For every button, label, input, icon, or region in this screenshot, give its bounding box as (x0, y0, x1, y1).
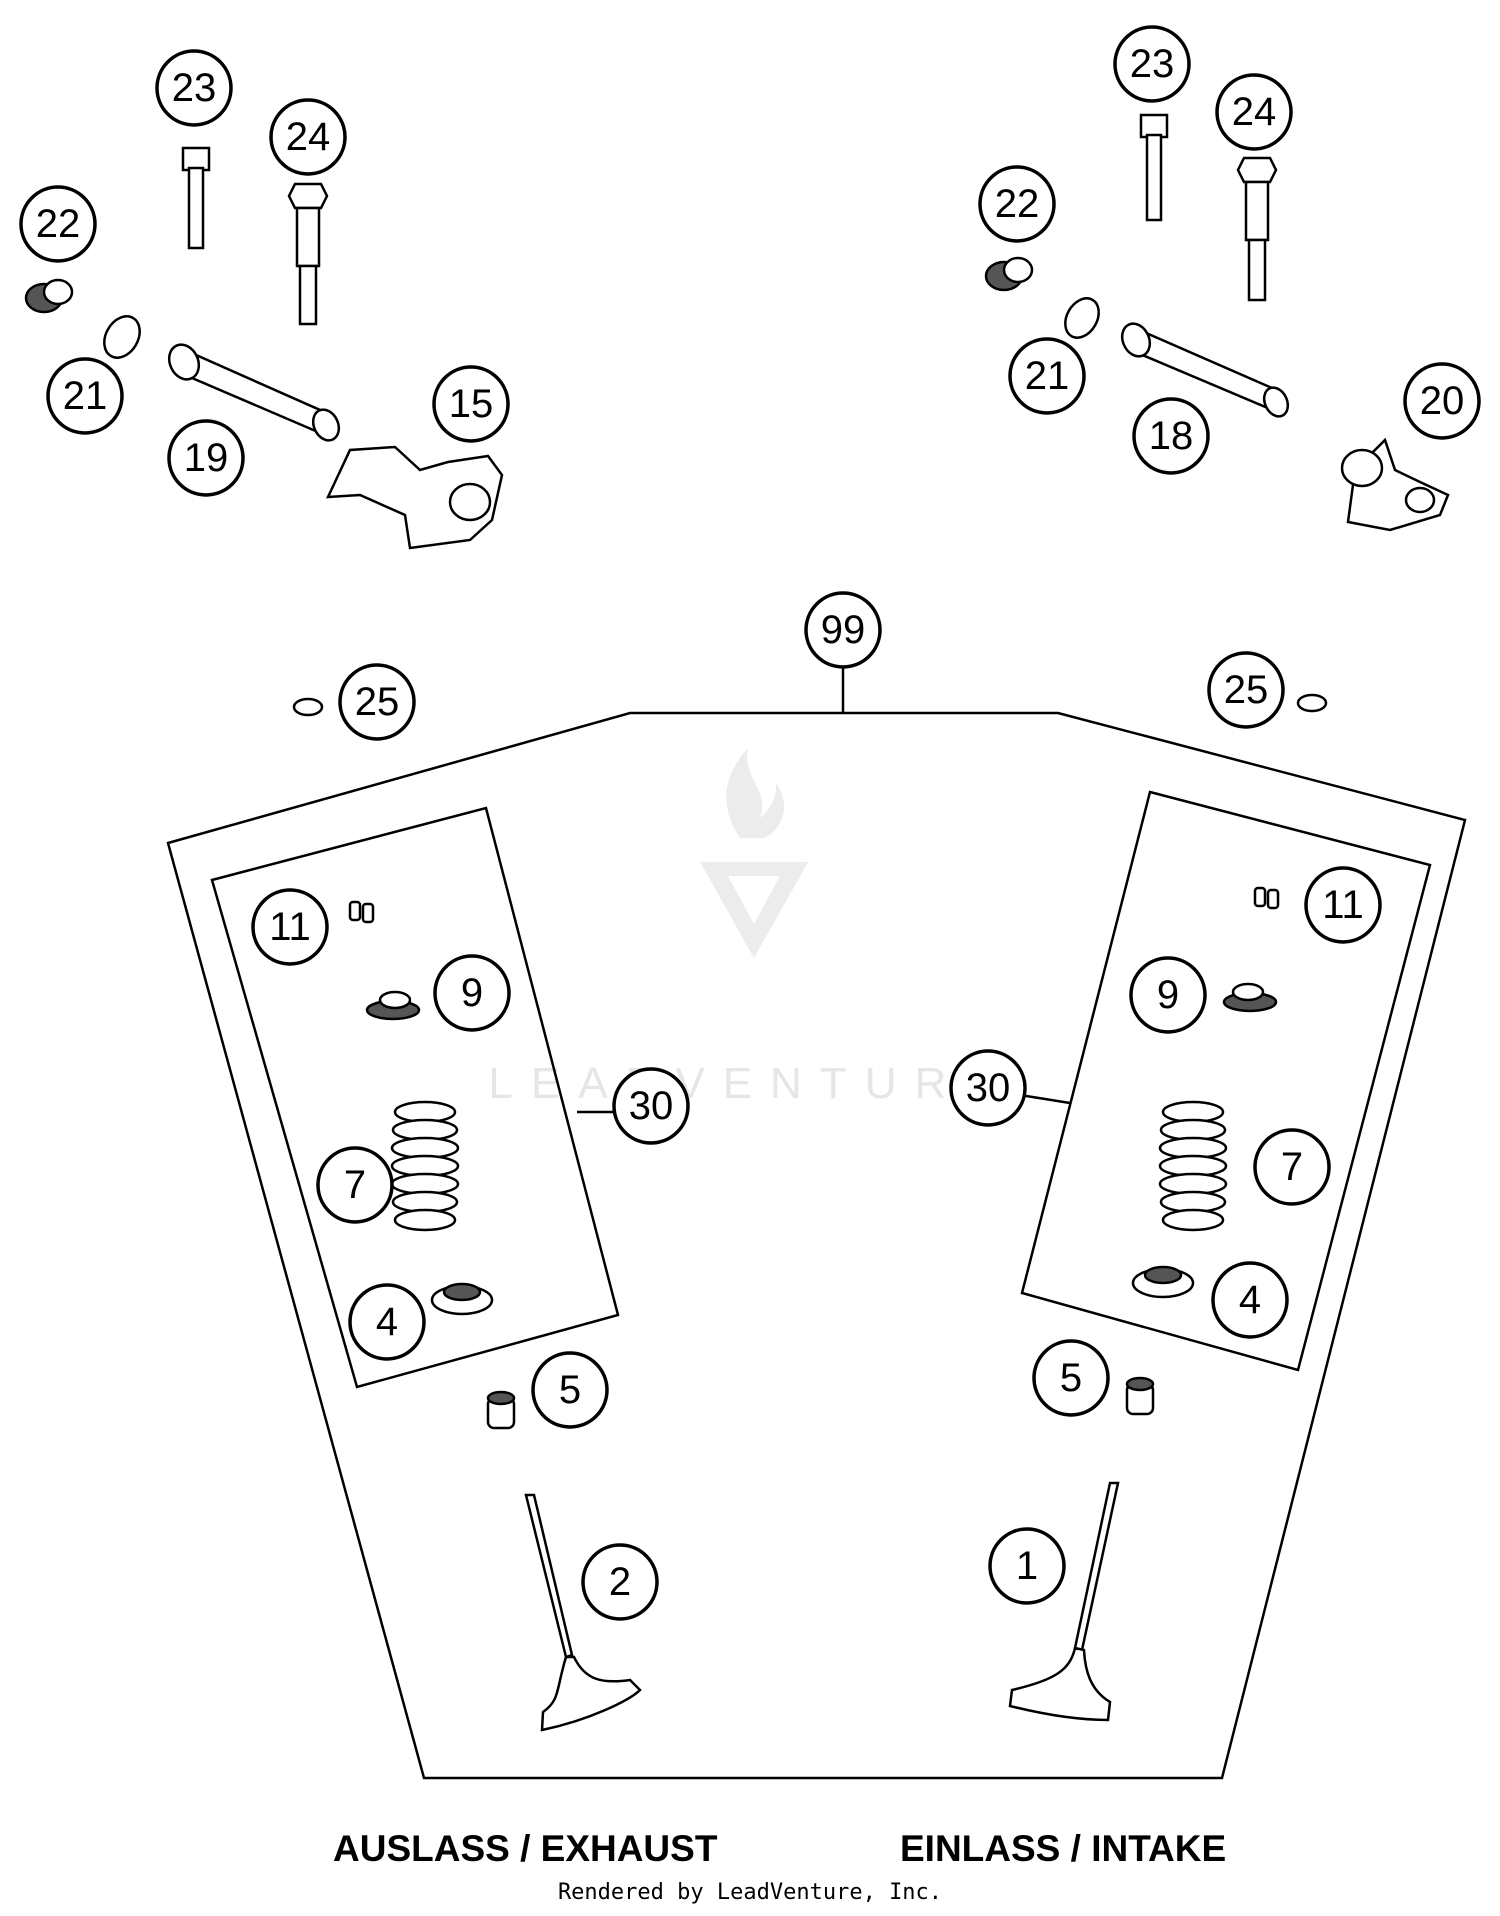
callout-label: 1 (1016, 1544, 1038, 1588)
callout-18: 18 (1132, 397, 1210, 475)
valve-seal-5-right (1125, 1376, 1155, 1416)
callout-label: 24 (286, 115, 331, 159)
exhaust-valve-2 (524, 1493, 642, 1732)
bolt-24-left (287, 182, 329, 326)
callout-4-left: 4 (348, 1283, 426, 1361)
callout-label: 25 (355, 680, 400, 724)
intake-spring-kit-box (1019, 790, 1432, 1372)
callout-label: 24 (1232, 90, 1277, 134)
rocker-shaft-19 (167, 343, 341, 442)
callout-11-right: 11 (1304, 866, 1382, 944)
callout-30-right: 30 (949, 1049, 1027, 1127)
callout-label: 20 (1420, 379, 1465, 423)
rocker-arm-15 (325, 445, 504, 550)
callout-label: 2 (609, 1560, 631, 1604)
callout-label: 23 (1130, 42, 1175, 86)
callout-22-right: 22 (978, 165, 1056, 243)
bolt-24-right (1236, 156, 1278, 302)
shim-25-left (292, 697, 324, 717)
rocker-shaft-18 (1120, 322, 1290, 418)
callout-24-left: 24 (269, 98, 347, 176)
spring-seat-4-left (430, 1282, 494, 1316)
callout-label: 99 (821, 608, 866, 652)
callout-7-left: 7 (316, 1146, 394, 1224)
callout-label: 5 (1060, 1356, 1082, 1400)
callout-21-left: 21 (46, 357, 124, 435)
valve-seal-5-left (486, 1390, 516, 1430)
callout-23-right: 23 (1113, 25, 1191, 103)
watermark-text: LEADVENTURE (488, 1059, 1011, 1108)
callout-label: 30 (629, 1084, 674, 1128)
callout-label: 7 (344, 1163, 366, 1207)
intake-label: EINLASS / INTAKE (900, 1828, 1227, 1869)
bolt-23-left (181, 146, 211, 250)
callout-5-left: 5 (531, 1351, 609, 1429)
render-credit: Rendered by LeadVenture, Inc. (557, 1880, 943, 1905)
valve-keeper-11-left (348, 900, 375, 924)
callout-25-left: 25 (338, 663, 416, 741)
spring-seat-4-right (1131, 1265, 1195, 1299)
callout-label: 15 (449, 382, 494, 426)
valve-spring-7-left (390, 1100, 460, 1232)
callout-2: 2 (581, 1543, 659, 1621)
bolt-23-right (1139, 113, 1169, 222)
spring-retainer-9-left (365, 990, 421, 1021)
callout-label: 18 (1149, 414, 1194, 458)
callout-30-left: 30 (612, 1067, 690, 1145)
callout-11-left: 11 (251, 888, 329, 966)
callout-25-right: 25 (1207, 651, 1285, 729)
valve-keeper-11-right (1253, 886, 1280, 910)
rocker-arm-20 (1340, 437, 1450, 532)
plug-22-left (24, 278, 74, 314)
exhaust-label: AUSLASS / EXHAUST (333, 1828, 718, 1869)
callout-label: 30 (966, 1066, 1011, 1110)
callout-21-right: 21 (1008, 337, 1086, 415)
callout-label: 25 (1224, 668, 1269, 712)
callout-23-left: 23 (155, 49, 233, 127)
shim-25-right (1296, 693, 1328, 713)
spring-retainer-9-right (1222, 982, 1278, 1013)
callout-19: 19 (167, 419, 245, 497)
o-ring-21-right (1064, 297, 1100, 339)
callout-label: 11 (269, 905, 311, 949)
callout-15: 15 (432, 365, 510, 443)
callout-label: 9 (461, 971, 483, 1015)
callout-5-right: 5 (1032, 1339, 1110, 1417)
callout-label: 7 (1281, 1145, 1303, 1189)
callout-label: 22 (995, 182, 1040, 226)
callout-1: 1 (988, 1527, 1066, 1605)
intake-valve-1 (1008, 1481, 1120, 1722)
callout-label: 4 (376, 1300, 398, 1344)
valve-spring-7-right (1158, 1100, 1228, 1232)
callout-4-right: 4 (1211, 1261, 1289, 1339)
callout-22-left: 22 (19, 185, 97, 263)
o-ring-21-left (103, 315, 141, 359)
callout-label: 19 (184, 436, 229, 480)
callout-label: 21 (1025, 354, 1070, 398)
callout-99: 99 (804, 591, 882, 669)
callout-9-left: 9 (433, 954, 511, 1032)
callout-label: 4 (1239, 1278, 1261, 1322)
callout-20: 20 (1403, 362, 1481, 440)
plug-22-right (984, 256, 1034, 292)
callout-label: 11 (1322, 883, 1364, 927)
leadventure-watermark: LEADVENTURE (488, 748, 1011, 1108)
callout-label: 23 (172, 66, 217, 110)
callout-24-right: 24 (1215, 73, 1293, 151)
callout-label: 5 (559, 1368, 581, 1412)
callout-9-right: 9 (1129, 956, 1207, 1034)
callout-label: 22 (36, 202, 81, 246)
callout-7-right: 7 (1253, 1128, 1331, 1206)
valve-assembly-outline (166, 660, 1467, 1780)
callout-label: 9 (1157, 973, 1179, 1017)
callout-label: 21 (63, 374, 108, 418)
